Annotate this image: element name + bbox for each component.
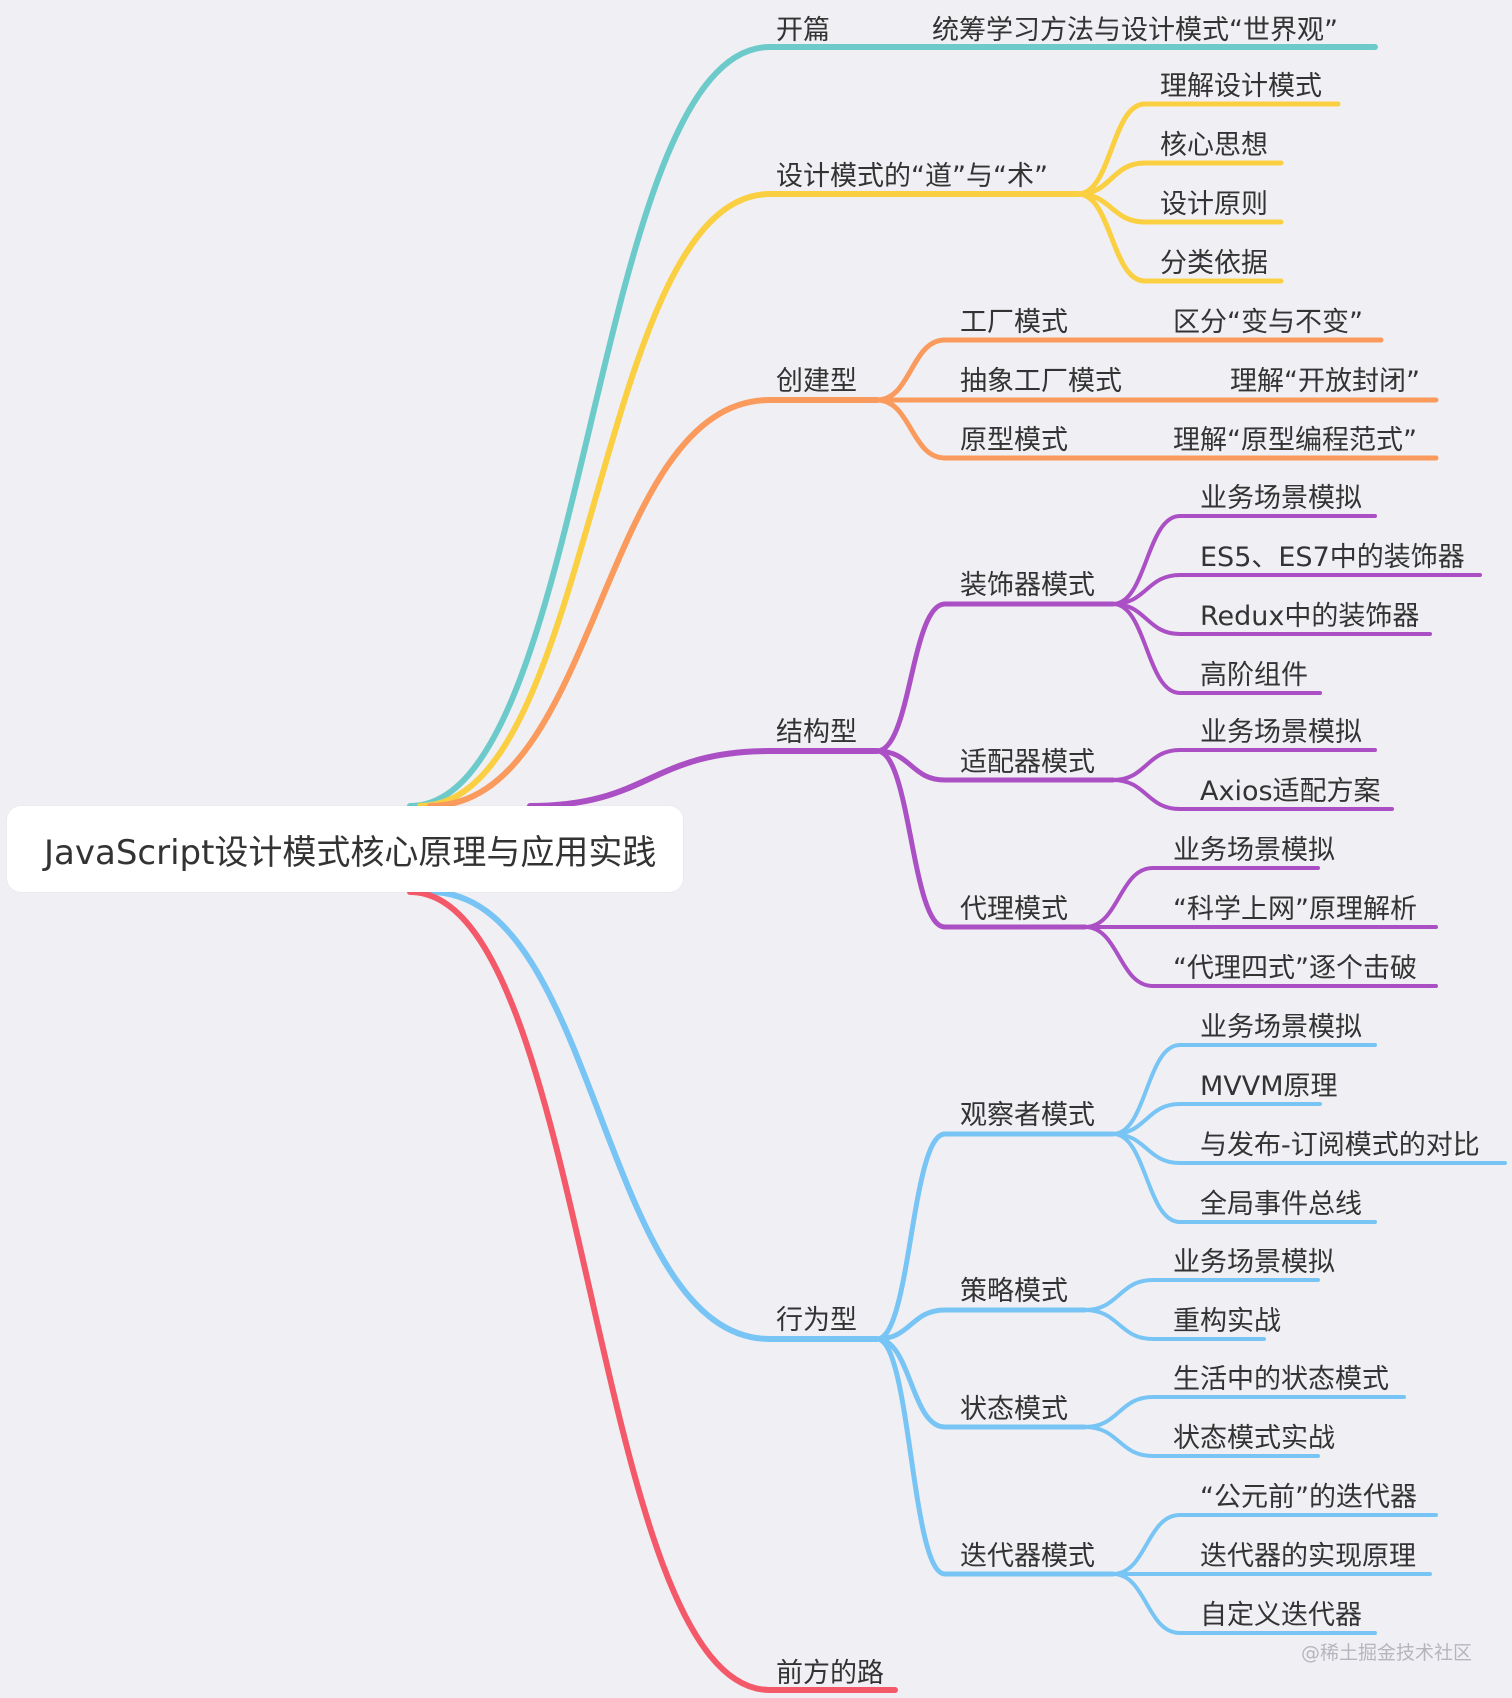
dao-child-connector (1075, 191, 1148, 284)
structural-node[interactable]: 装饰器模式 (960, 570, 1095, 601)
creational-node[interactable]: 工厂模式 (960, 307, 1068, 338)
dao-leaf[interactable]: 理解设计模式 (1160, 71, 1322, 102)
structural-leaf-connector (1111, 778, 1182, 811)
structural-leaf[interactable]: “代理四式”逐个击破 (1173, 953, 1417, 984)
root-node[interactable]: JavaScript设计模式核心原理与应用实践 (7, 806, 683, 892)
structural-node[interactable]: 适配器模式 (960, 747, 1095, 778)
behavioral-connector (427, 889, 773, 1342)
structural-leaf[interactable]: 业务场景模拟 (1200, 483, 1362, 514)
creational-connector (427, 397, 773, 809)
root-node-label: JavaScript设计模式核心原理与应用实践 (44, 832, 657, 873)
branch-future[interactable]: 前方的路 (776, 1658, 884, 1689)
intro-leaf[interactable]: 统筹学习方法与设计模式“世界观” (932, 15, 1338, 46)
behavioral-leaf-connector (1111, 1572, 1182, 1635)
future-connector (407, 889, 773, 1693)
structural-connector (527, 748, 773, 809)
behavioral-leaf[interactable]: 重构实战 (1173, 1306, 1281, 1337)
structural-node[interactable]: 代理模式 (960, 894, 1068, 925)
creational-leaf[interactable]: 理解“原型编程范式” (1173, 425, 1417, 456)
behavioral-child-connector (874, 1307, 948, 1342)
structural-child-connector (874, 748, 948, 783)
structural-leaf-connector (1111, 514, 1182, 606)
structural-leaf[interactable]: Redux中的装饰器 (1200, 601, 1420, 632)
structural-child-connector (874, 748, 948, 930)
behavioral-node[interactable]: 观察者模式 (960, 1100, 1095, 1131)
behavioral-child-connector (874, 1336, 948, 1430)
behavioral-node[interactable]: 迭代器模式 (960, 1541, 1095, 1572)
dao-connector (417, 191, 773, 809)
behavioral-leaf[interactable]: 全局事件总线 (1200, 1189, 1362, 1220)
behavioral-leaf-connector (1083, 1425, 1155, 1458)
structural-leaf[interactable]: 业务场景模拟 (1200, 717, 1362, 748)
branch-structural[interactable]: 结构型 (776, 717, 857, 748)
behavioral-leaf[interactable]: 生活中的状态模式 (1173, 1364, 1389, 1395)
creational-node[interactable]: 抽象工厂模式 (960, 366, 1122, 397)
behavioral-leaf[interactable]: 业务场景模拟 (1173, 1247, 1335, 1278)
intro-connector (407, 44, 773, 809)
behavioral-leaf[interactable]: 自定义迭代器 (1200, 1600, 1362, 1631)
structural-leaf[interactable]: 高阶组件 (1200, 660, 1308, 691)
structural-leaf[interactable]: 业务场景模拟 (1173, 835, 1335, 866)
behavioral-node[interactable]: 策略模式 (960, 1276, 1068, 1307)
structural-leaf-connector (1083, 866, 1155, 929)
branch-intro[interactable]: 开篇 (776, 15, 830, 46)
behavioral-leaf[interactable]: 迭代器的实现原理 (1200, 1541, 1416, 1572)
behavioral-leaf[interactable]: 业务场景模拟 (1200, 1012, 1362, 1043)
creational-child-connector (874, 337, 948, 403)
behavioral-child-connector (874, 1336, 948, 1577)
structural-leaf-connector (1083, 925, 1155, 988)
behavioral-leaf-connector (1111, 1513, 1182, 1576)
structural-leaf-connector (1111, 602, 1182, 695)
structural-leaf[interactable]: Axios适配方案 (1200, 776, 1381, 807)
branch-creational[interactable]: 创建型 (776, 366, 857, 397)
behavioral-node[interactable]: 状态模式 (960, 1394, 1068, 1425)
behavioral-leaf[interactable]: 状态模式实战 (1173, 1423, 1335, 1454)
watermark: @稀土掘金技术社区 (1300, 1642, 1472, 1664)
behavioral-leaf-connector (1111, 1132, 1182, 1224)
behavioral-leaf-connector (1083, 1395, 1155, 1429)
creational-leaf[interactable]: 区分“变与不变” (1173, 307, 1363, 338)
creational-node[interactable]: 原型模式 (960, 425, 1068, 456)
behavioral-leaf[interactable]: “公元前”的迭代器 (1200, 1482, 1417, 1513)
dao-leaf[interactable]: 分类依据 (1160, 248, 1268, 279)
dao-leaf[interactable]: 核心思想 (1160, 130, 1268, 161)
dao-leaf[interactable]: 设计原则 (1160, 189, 1268, 220)
behavioral-child-connector (874, 1131, 948, 1342)
behavioral-leaf-connector (1111, 1043, 1182, 1136)
creational-leaf[interactable]: 理解“开放封闭” (1230, 366, 1420, 397)
structural-child-connector (874, 601, 948, 754)
structural-leaf[interactable]: “科学上网”原理解析 (1173, 894, 1417, 925)
structural-leaf-connector (1111, 748, 1182, 782)
branch-behavioral[interactable]: 行为型 (776, 1305, 857, 1336)
branch-dao[interactable]: 设计模式的“道”与“术” (776, 161, 1048, 192)
creational-child-connector (874, 397, 948, 461)
structural-leaf[interactable]: ES5、ES7中的装饰器 (1200, 542, 1465, 573)
behavioral-leaf[interactable]: 与发布-订阅模式的对比 (1200, 1130, 1480, 1161)
behavioral-leaf[interactable]: MVVM原理 (1200, 1071, 1338, 1102)
behavioral-leaf-connector (1083, 1278, 1155, 1312)
behavioral-leaf-connector (1083, 1308, 1155, 1341)
